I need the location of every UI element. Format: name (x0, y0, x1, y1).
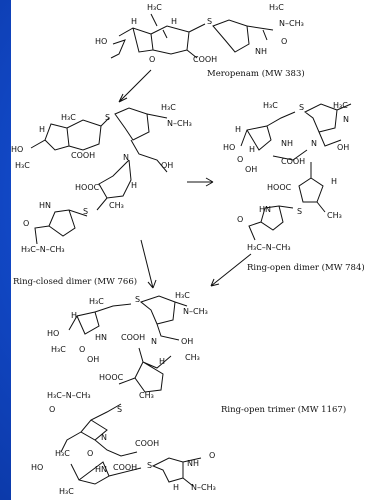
atom-label: S (299, 103, 304, 112)
arrow-closed-to-open-dimer (187, 177, 214, 187)
atom-label: O (149, 55, 155, 64)
atom-label: H (39, 125, 45, 134)
atom-label: HOOC (267, 183, 292, 192)
atom-label: HN (95, 333, 107, 342)
atom-label: S (117, 405, 122, 414)
atom-label: O (79, 345, 85, 354)
atom-label: H (235, 125, 241, 134)
atom-label: H (249, 145, 255, 154)
atom-label: O (87, 449, 93, 458)
diagram-panel: H₃C H H S H₃C N–CH₃ HO O COOH NH O Merop… (11, 0, 374, 500)
atom-label: H (173, 483, 179, 492)
atom-label: H₃C (51, 345, 66, 354)
atom-label: H₃C (55, 449, 70, 458)
atom-label: S (297, 207, 302, 216)
ring-open-trimer-label: Ring-open trimer (MW 1167) (221, 404, 346, 415)
atom-label: O (23, 219, 29, 228)
atom-label: O (281, 37, 287, 46)
atom-label: HOOC (75, 183, 100, 192)
atom-label: COOH (121, 333, 145, 342)
atom-label: N–CH₃ (191, 483, 216, 492)
atom-label: COOH (71, 151, 95, 160)
atom-label: S (135, 295, 140, 304)
atom-label: H₃C (59, 487, 74, 496)
atom-label: OH (87, 355, 99, 364)
atom-label: H (131, 181, 137, 190)
ring-closed-dimer-structure: H₃C S H₃C N–CH₃ H HO COOH N OH H₃C HOOC … (11, 103, 192, 254)
atom-label: H₃C–N–CH₃ (21, 245, 65, 254)
atom-label: H (171, 17, 177, 26)
atom-label: N (151, 337, 157, 346)
atom-label: NH (187, 459, 199, 468)
atom-label: H₃C (89, 297, 104, 306)
atom-label: CH₃ (185, 353, 200, 362)
atom-label: H (331, 177, 337, 186)
atom-label: COOH (281, 157, 305, 166)
atom-label: H₃C (269, 3, 284, 12)
ring-open-dimer-label: Ring-open dimer (MW 784) (247, 262, 365, 273)
atom-label: N (343, 115, 349, 124)
atom-label: OH (181, 337, 193, 346)
atom-label: HO (11, 145, 23, 154)
ring-closed-dimer-label: Ring-closed dimer (MW 766) (13, 276, 137, 287)
ring-open-trimer-structure: H₃C S H₃C N–CH₃ H HO HN COOH H₃C O OH N … (31, 291, 216, 496)
atom-label: N (311, 139, 317, 148)
atom-label: H₃C (333, 101, 348, 110)
atom-label: OH (337, 143, 349, 152)
atom-label: H (159, 357, 165, 366)
arrow-open-dimer-to-trimer (210, 253, 252, 287)
arrow-to-closed-dimer (118, 69, 152, 103)
atom-label: CH₃ (139, 391, 154, 400)
atom-label: COOH (193, 55, 217, 64)
atom-label: H₃C (175, 291, 190, 300)
atom-label: HO (47, 329, 59, 338)
atom-label: OH (161, 161, 173, 170)
arrow-closed-dimer-to-trimer (140, 239, 157, 289)
atom-label: CH₃ (109, 201, 124, 210)
atom-label: S (105, 113, 110, 122)
atom-label: H₃C–N–CH₃ (47, 391, 91, 400)
atom-label: HOOC (99, 373, 124, 382)
atom-label: H₃C (147, 3, 162, 12)
atom-label: N (101, 433, 107, 442)
atom-label: CH₃ (327, 211, 342, 220)
atom-label: H (71, 311, 77, 320)
atom-label: N–CH₃ (279, 19, 304, 28)
atom-label: H₃C–N–CH₃ (247, 243, 291, 252)
atom-label: H₃C (263, 101, 278, 110)
atom-label: HO (223, 143, 235, 152)
atom-label: HN (39, 201, 51, 210)
atom-label: OH (245, 165, 257, 174)
atom-label: HO (31, 463, 43, 472)
meropenem-label: Meropenam (MW 383) (207, 68, 305, 79)
atom-label: COOH (135, 439, 159, 448)
atom-label: S (147, 461, 152, 470)
atom-label: H₃C (15, 161, 30, 170)
atom-label: HO (95, 37, 107, 46)
meropenem-structure: H₃C H H S H₃C N–CH₃ HO O COOH NH O (95, 3, 304, 64)
atom-label: S (207, 17, 212, 26)
atom-label: COOH (113, 463, 137, 472)
atom-label: HN (95, 465, 107, 474)
atom-label: O (237, 215, 243, 224)
atom-label: S (83, 207, 88, 216)
atom-label: O (209, 451, 215, 460)
atom-label: NH (255, 47, 267, 56)
atom-label: H (131, 17, 137, 26)
atom-label: NH (281, 139, 293, 148)
atom-label: N–CH₃ (167, 119, 192, 128)
atom-label: H₃C (61, 113, 76, 122)
reaction-diagram: H₃C H H S H₃C N–CH₃ HO O COOH NH O Merop… (11, 3, 365, 496)
atom-label: O (49, 405, 55, 414)
atom-label: O (237, 155, 243, 164)
atom-label: N–CH₃ (183, 307, 208, 316)
ring-open-dimer-structure: H₃C S H₃C N H HO H NH N OH O OH COOH HOO… (223, 101, 352, 252)
atom-label: N (123, 153, 129, 162)
atom-label: H₃C (161, 103, 176, 112)
